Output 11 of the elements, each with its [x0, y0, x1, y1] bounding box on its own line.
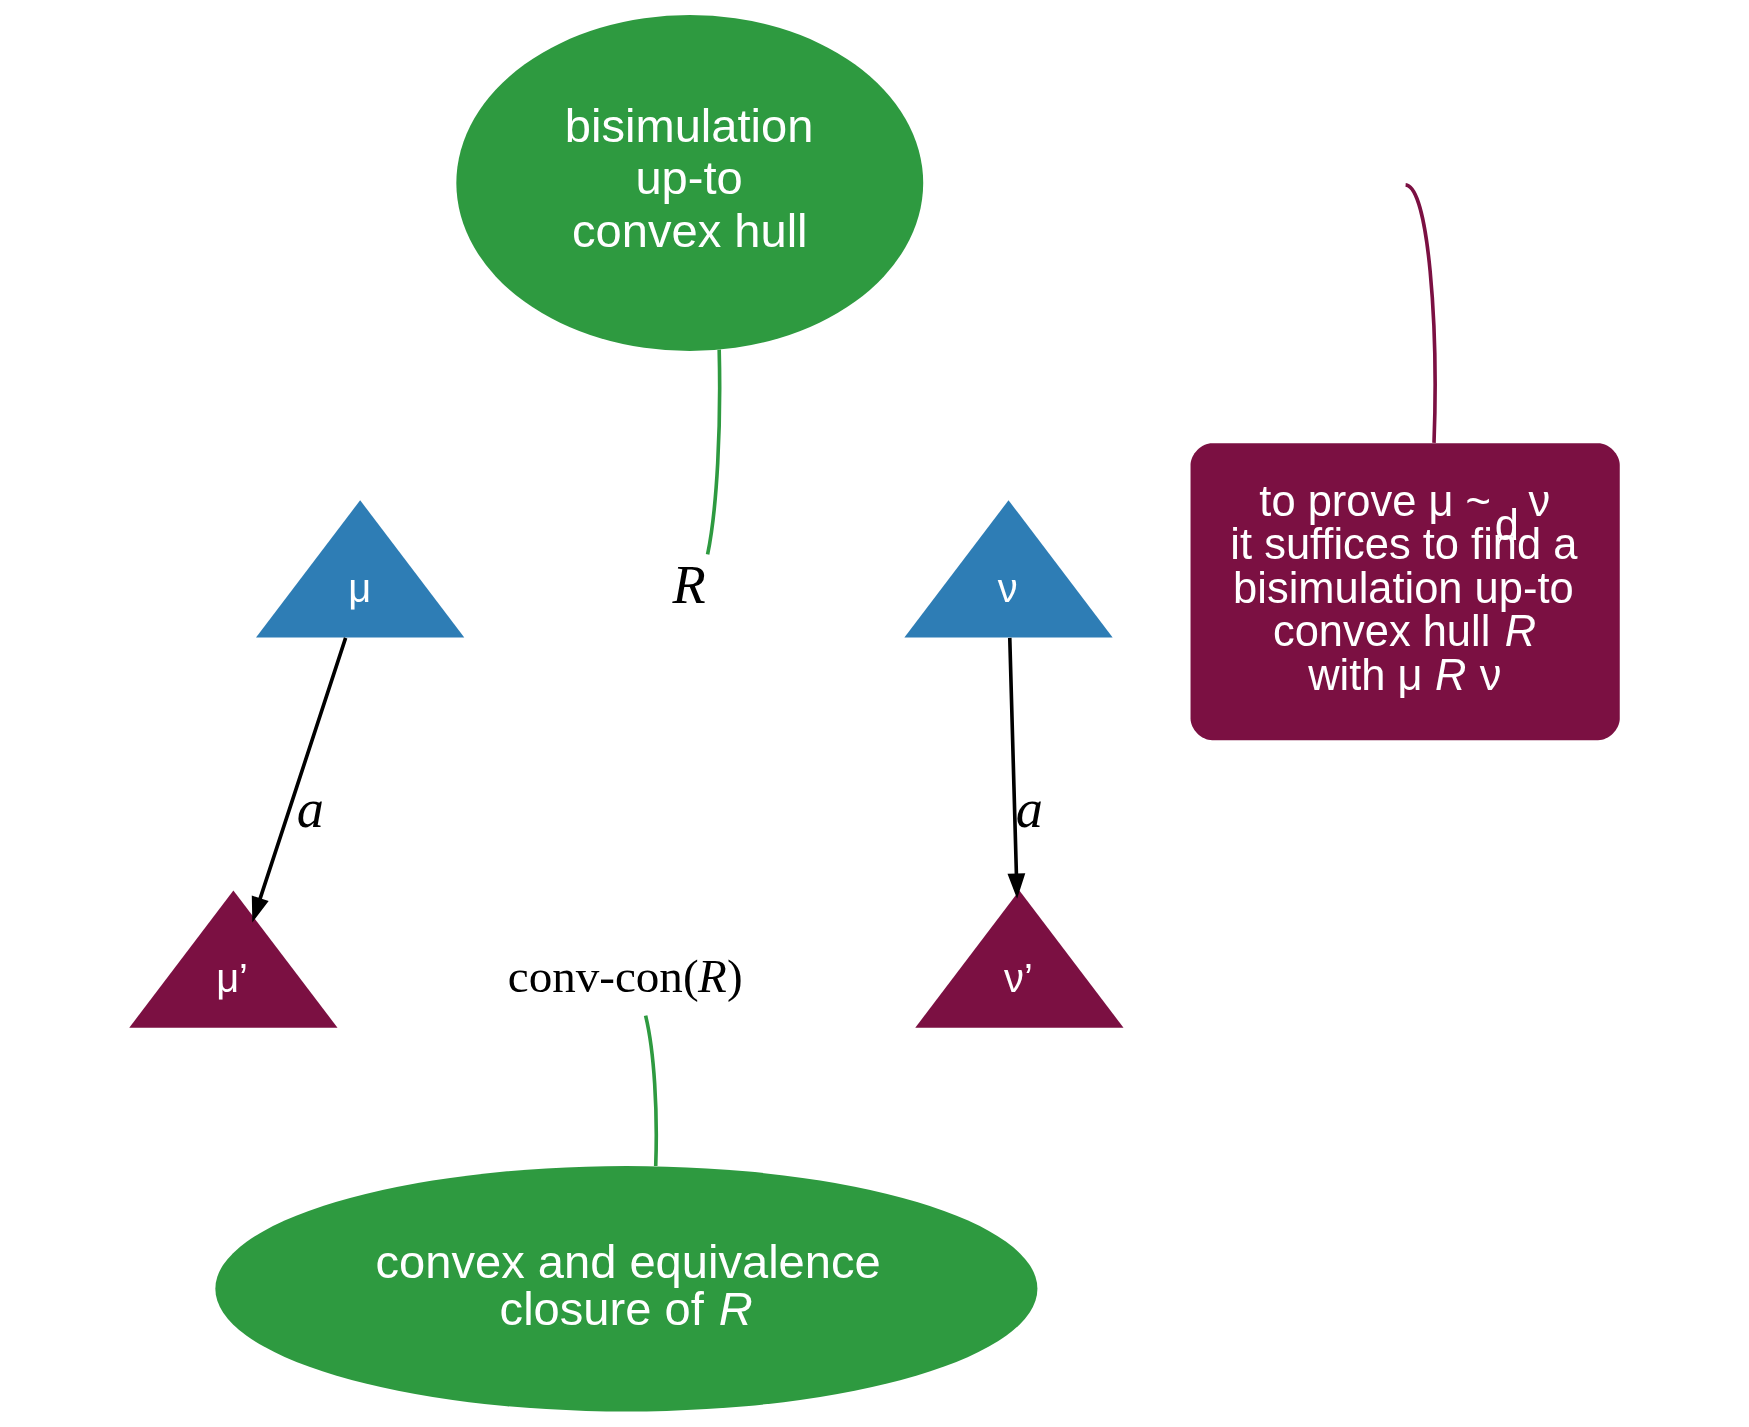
node-text: R: [672, 555, 706, 616]
node-ellipse: convex and equivalence closure of R: [215, 1166, 1038, 1412]
arrow: [251, 637, 348, 923]
node-ellipse: bisimulation up-to convex hull: [456, 15, 924, 352]
edge-label: a: [296, 779, 324, 840]
connector: [1404, 183, 1437, 443]
arrow: [1007, 637, 1026, 899]
connector: [705, 349, 722, 555]
connector: [643, 1015, 659, 1167]
node-text: conv-con(R): [507, 949, 743, 1002]
edge-label: a: [1015, 779, 1043, 840]
